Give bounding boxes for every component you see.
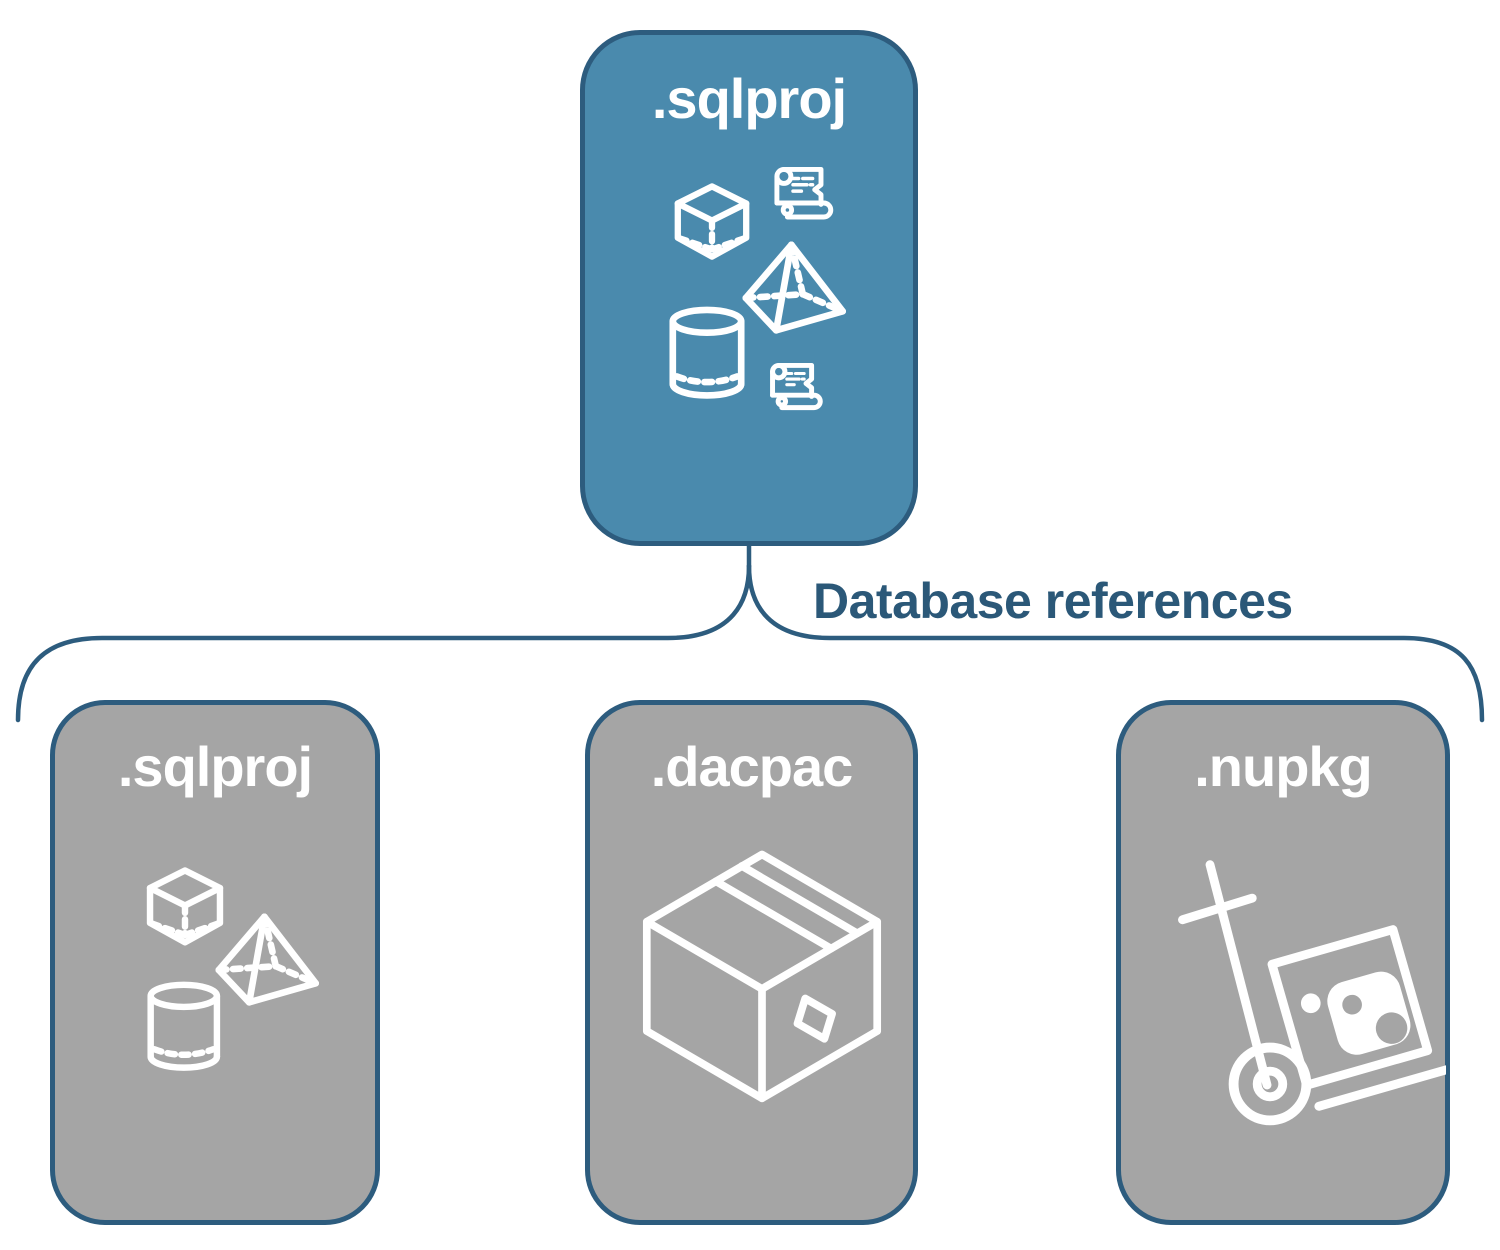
script-scroll-icon — [770, 362, 823, 411]
brace-left-wing — [15, 563, 752, 723]
root-node-sqlproj: .sqlproj — [580, 30, 918, 546]
sql-objects-icon — [137, 863, 367, 1083]
child-node-title: .dacpac — [650, 735, 854, 798]
wheel-hub-icon — [1252, 1066, 1288, 1102]
connector-label: Database references — [813, 573, 1293, 629]
nuget-package-icon — [1267, 925, 1446, 1111]
cube-icon — [674, 183, 750, 260]
nuget-hand-truck-icon — [1151, 847, 1446, 1142]
child-node-dacpac: .dacpac — [585, 700, 918, 1225]
cube-icon — [146, 867, 224, 946]
hand-truck-base-plate — [1314, 1063, 1446, 1111]
root-node-title: .sqlproj — [651, 67, 847, 130]
script-scroll-icon — [774, 166, 834, 220]
brace-right-wing — [746, 563, 1485, 723]
child-node-nupkg: .nupkg — [1116, 700, 1450, 1225]
child-node-sqlproj: .sqlproj — [50, 700, 380, 1225]
brace-connector — [15, 541, 1485, 723]
pyramid-icon — [742, 241, 847, 334]
package-box-icon — [642, 845, 882, 1127]
cylinder-icon — [669, 306, 745, 399]
child-node-title: .nupkg — [1194, 735, 1373, 798]
child-node-title: .sqlproj — [117, 735, 313, 798]
pyramid-icon — [215, 913, 320, 1006]
sql-objects-icon — [657, 153, 877, 423]
cylinder-icon — [147, 981, 221, 1071]
hand-truck-handle — [1178, 893, 1257, 925]
